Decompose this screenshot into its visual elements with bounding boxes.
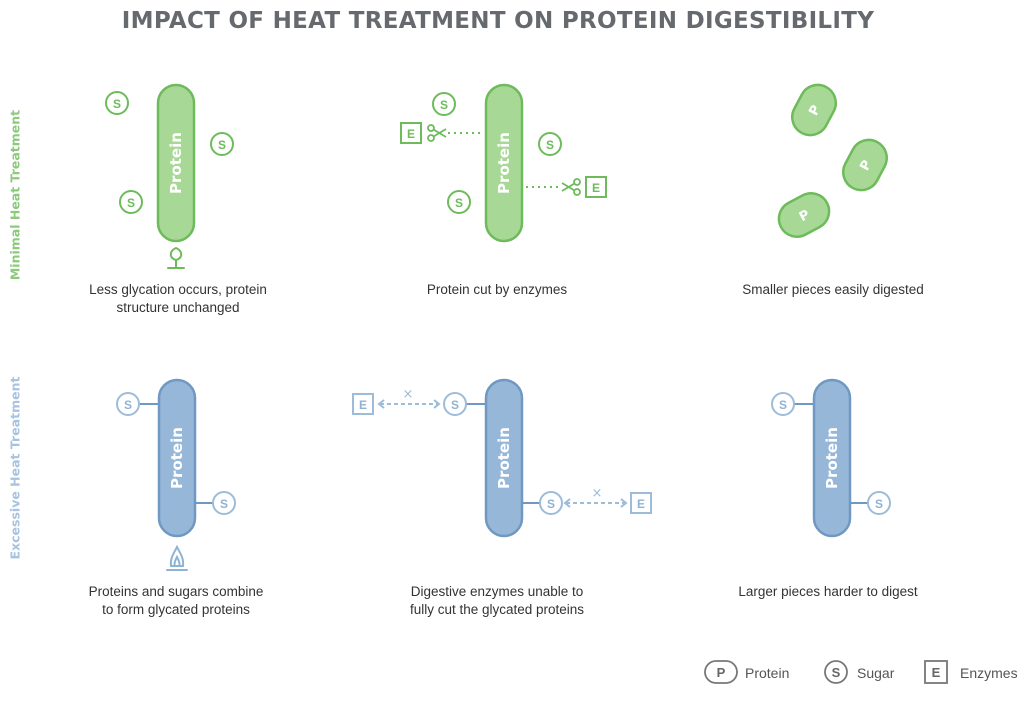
svg-text:Protein: Protein	[168, 427, 186, 489]
sugar-circle: S	[443, 392, 467, 416]
svg-text:Protein: Protein	[167, 132, 185, 194]
svg-text:E: E	[637, 497, 645, 511]
svg-text:S: S	[779, 398, 787, 412]
svg-text:P: P	[717, 665, 726, 680]
protein-bar-excessive-1: Protein	[157, 378, 197, 538]
legend-label-sugar: Sugar	[857, 665, 895, 681]
enzyme-square: E	[630, 492, 652, 514]
legend-sugar-symbol: S	[824, 660, 848, 684]
svg-text:E: E	[359, 398, 367, 412]
protein-fragment: P	[790, 83, 838, 137]
blocked-x-icon: ×	[403, 387, 414, 402]
caption-excessive-3: Larger pieces harder to digest	[738, 584, 918, 599]
caption-minimal-2: Protein cut by enzymes	[426, 282, 568, 297]
caption-minimal-3: Smaller pieces easily digested	[742, 282, 924, 297]
protein-bar-excessive-3: Protein	[812, 378, 852, 538]
legend-enzyme-symbol: E	[924, 660, 948, 684]
protein-bar-minimal-2: Protein	[484, 83, 524, 243]
sugar-circle: S	[771, 392, 795, 416]
legend-label-enzymes: Enzymes	[960, 665, 1018, 681]
sugar-circle: S	[539, 491, 563, 515]
svg-text:E: E	[407, 127, 415, 141]
svg-text:Protein: Protein	[495, 132, 513, 194]
svg-text:Protein: Protein	[495, 427, 513, 489]
svg-text:S: S	[220, 497, 228, 511]
sugar-circle: S	[212, 491, 236, 515]
sugar-circle: S	[867, 491, 891, 515]
protein-bar-excessive-2: Protein	[484, 378, 524, 538]
enzyme-square: E	[585, 176, 607, 198]
protein-bar-minimal-1: Protein	[156, 83, 196, 243]
svg-text:Protein: Protein	[823, 427, 841, 489]
svg-text:S: S	[547, 497, 555, 511]
blocked-x-icon: ×	[592, 486, 603, 501]
svg-text:S: S	[124, 398, 132, 412]
blocked-arrow	[563, 498, 628, 508]
svg-text:E: E	[592, 181, 600, 195]
blocked-arrow	[377, 399, 441, 409]
svg-text:S: S	[218, 138, 226, 152]
caption-excessive-2: Digestive enzymes unable to fully cut th…	[409, 584, 585, 617]
sugar-circle: S	[119, 190, 143, 214]
scissors-icon	[427, 124, 447, 142]
protein-fragment: P	[841, 138, 889, 192]
svg-text:S: S	[875, 497, 883, 511]
svg-text:E: E	[932, 665, 941, 680]
caption-minimal-1: Less glycation occurs, protein structure…	[89, 282, 267, 315]
svg-text:S: S	[546, 138, 554, 152]
caption-excessive-1: Proteins and sugars combine to form glyc…	[88, 584, 264, 617]
protein-fragment: P	[777, 191, 831, 239]
sugar-circle: S	[210, 132, 234, 156]
sugar-circle: S	[432, 92, 456, 116]
svg-text:S: S	[440, 98, 448, 112]
svg-text:S: S	[113, 97, 121, 111]
svg-text:S: S	[455, 196, 463, 210]
scissors-icon	[561, 178, 581, 196]
enzyme-square: E	[352, 393, 374, 415]
svg-text:S: S	[451, 398, 459, 412]
legend-label-protein: Protein	[745, 665, 790, 681]
svg-text:S: S	[832, 665, 841, 680]
page-title: IMPACT OF HEAT TREATMENT ON PROTEIN DIGE…	[121, 8, 875, 34]
svg-text:S: S	[127, 196, 135, 210]
sugar-circle: S	[447, 190, 471, 214]
enzyme-square: E	[400, 122, 422, 144]
legend-protein-symbol: P	[704, 660, 738, 684]
sugar-circle: S	[538, 132, 562, 156]
flame-icon	[166, 544, 188, 571]
sugar-circle: S	[116, 392, 140, 416]
sugar-circle: S	[105, 91, 129, 115]
sprout-icon	[167, 246, 185, 269]
